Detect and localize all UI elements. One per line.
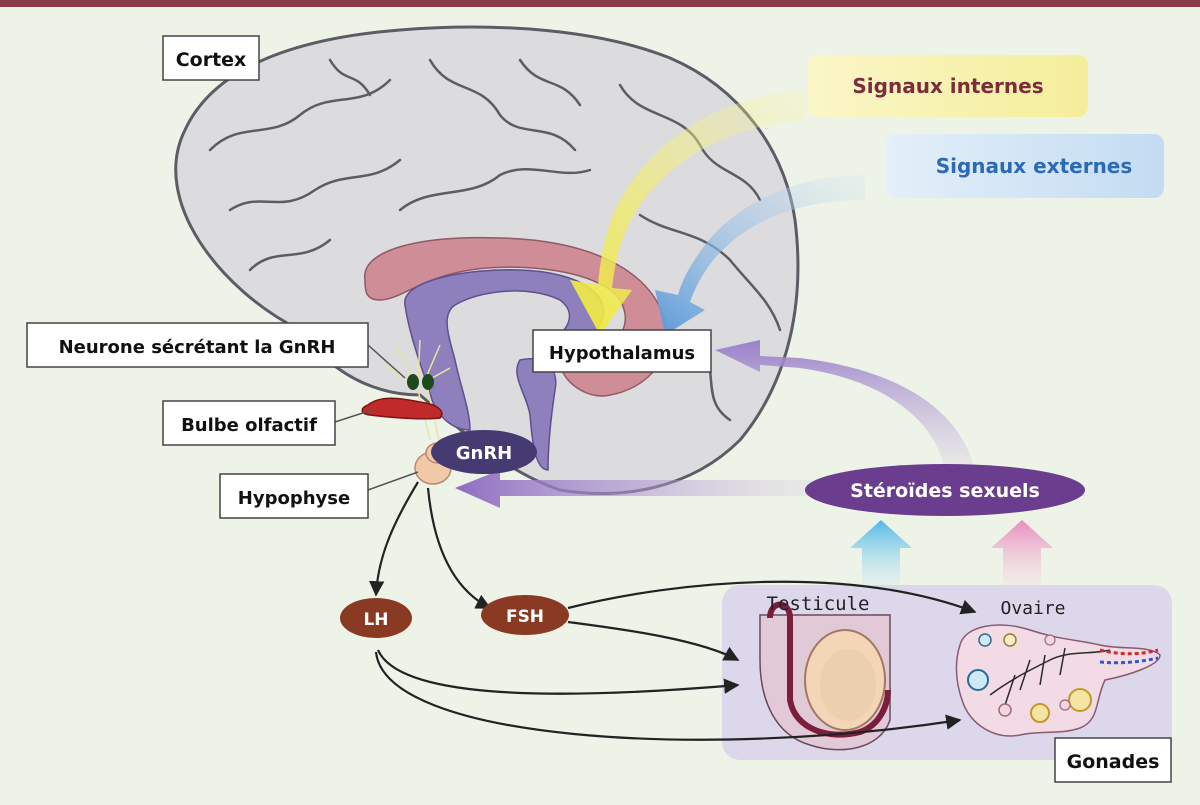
external-signals-label: Signaux externes <box>936 154 1133 178</box>
gnrh-oval: GnRH <box>431 430 537 474</box>
ovary-drawing <box>955 624 1161 737</box>
female-steroid-arrow <box>991 520 1053 585</box>
cortex-label: Cortex <box>176 49 247 71</box>
fsh-label: FSH <box>506 607 544 627</box>
hypothalamus-label-box: Hypothalamus <box>532 329 712 373</box>
testicle-drawing <box>759 601 891 751</box>
fsh-oval: FSH <box>481 595 569 635</box>
external-signals-box: Signaux externes <box>886 134 1164 198</box>
cortex-label-box: Cortex <box>162 35 260 81</box>
fsh-to-testicle <box>567 620 740 661</box>
steroids-label: Stéroïdes sexuels <box>850 480 1040 502</box>
hypophyse-leader <box>367 471 419 491</box>
internal-signals-box: Signaux internes <box>808 55 1088 117</box>
bulbe-label-box: Bulbe olfactif <box>162 400 336 446</box>
gonades-label: Gonades <box>1067 751 1160 773</box>
neurone-label-box: Neurone sécrétant la GnRH <box>26 322 369 368</box>
bulbe-label: Bulbe olfactif <box>181 415 317 436</box>
external-signal-arrow <box>655 175 865 335</box>
neurone-label: Neurone sécrétant la GnRH <box>59 337 336 358</box>
internal-signals-label: Signaux internes <box>852 74 1043 98</box>
hypothalamus-label: Hypothalamus <box>549 343 695 364</box>
gonades-label-box: Gonades <box>1054 737 1172 783</box>
pituitary-to-fsh <box>426 487 492 609</box>
pituitary-to-lh <box>369 481 419 597</box>
hypophyse-label-box: Hypophyse <box>219 473 369 519</box>
male-steroid-arrow <box>850 520 912 585</box>
brain <box>174 25 800 495</box>
feedback-arrow-pituitary <box>455 470 815 508</box>
internal-signal-arrow <box>570 90 805 335</box>
lh-to-ovary <box>374 651 962 741</box>
lh-oval: LH <box>340 598 412 638</box>
bulbe-leader <box>334 409 373 423</box>
hypophyse-label: Hypophyse <box>238 488 350 509</box>
lh-to-testicle <box>376 649 740 695</box>
gnrh-neuron <box>384 339 451 446</box>
testicule-label: Testicule <box>767 593 870 615</box>
feedback-arrow-hypothalamus <box>715 340 975 470</box>
gnrh-label: GnRH <box>456 443 513 464</box>
steroids-oval: Stéroïdes sexuels <box>805 464 1085 516</box>
lh-label: LH <box>363 610 388 630</box>
top-rule <box>0 0 1200 7</box>
ovaire-label: Ovaire <box>1000 598 1065 619</box>
neurone-leader <box>367 344 406 379</box>
fsh-to-ovary <box>567 580 977 615</box>
